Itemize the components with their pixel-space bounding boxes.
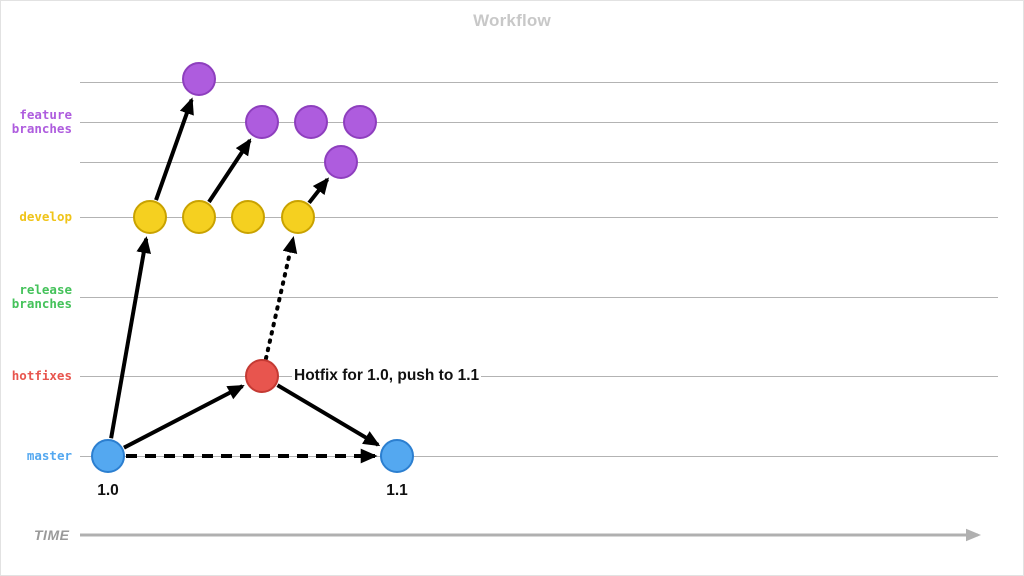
lane-label-master: master xyxy=(26,448,72,463)
time-axis-label: TIME xyxy=(34,527,70,543)
lane-line-feature-top xyxy=(80,82,998,83)
edge-hotfix1-to-develop4 xyxy=(263,235,298,361)
commit-node-develop-3[interactable] xyxy=(231,200,265,234)
commit-node-feature-c1[interactable] xyxy=(324,145,358,179)
edge-master1-to-hotfix1 xyxy=(123,384,245,450)
edge-develop2-to-feature-b1 xyxy=(207,138,252,204)
commit-node-master-1[interactable] xyxy=(91,439,125,473)
lane-line-feature-lower xyxy=(80,162,998,163)
commit-node-feature-a1[interactable] xyxy=(182,62,216,96)
commit-node-hotfix-1[interactable] xyxy=(245,359,279,393)
commit-node-develop-2[interactable] xyxy=(182,200,216,234)
lane-label-develop: develop xyxy=(19,209,72,224)
edge-hotfix1-to-master2 xyxy=(276,383,381,447)
commit-node-develop-4[interactable] xyxy=(281,200,315,234)
version-tag-tag-1-1: 1.1 xyxy=(386,482,408,499)
commit-node-feature-b3[interactable] xyxy=(343,105,377,139)
edge-develop1-to-feature-a1 xyxy=(154,97,194,201)
canvas-border-left xyxy=(0,0,1,576)
lane-line-develop xyxy=(80,217,998,218)
version-tag-tag-1-0: 1.0 xyxy=(97,482,119,499)
commit-node-develop-1[interactable] xyxy=(133,200,167,234)
commit-node-feature-b1[interactable] xyxy=(245,105,279,139)
lane-line-release-branches xyxy=(80,297,998,298)
commit-node-feature-b2[interactable] xyxy=(294,105,328,139)
commit-node-master-2[interactable] xyxy=(380,439,414,473)
lane-label-release-branches: release branches xyxy=(11,282,72,311)
edge-master1-to-develop1 xyxy=(109,236,152,439)
page-title: Workflow xyxy=(473,11,551,30)
lane-line-master xyxy=(80,456,998,457)
lane-line-feature-branches xyxy=(80,122,998,123)
canvas-border-top xyxy=(0,0,1024,1)
edge-develop4-to-feature-c1 xyxy=(307,177,330,205)
lane-label-hotfixes: hotfixes xyxy=(11,368,72,383)
lane-label-feature-branches: feature branches xyxy=(11,107,72,136)
lane-line-hotfixes xyxy=(80,376,998,377)
hotfix-annotation: Hotfix for 1.0, push to 1.1 xyxy=(292,367,482,385)
